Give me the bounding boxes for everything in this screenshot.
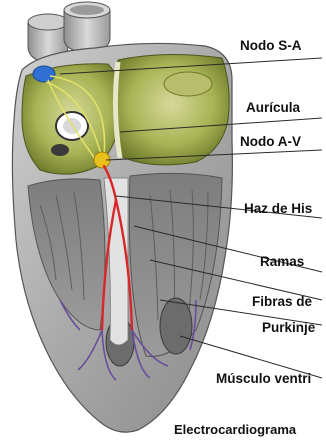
- label-nodo-av: Nodo A-V: [240, 134, 301, 149]
- label-fibras-de: Fibras de: [252, 294, 313, 309]
- sa-node: [33, 66, 55, 82]
- caption: Electrocardiograma: [174, 422, 297, 437]
- label-purkinje: Purkinje: [262, 320, 316, 335]
- label-auricula: Aurícula: [246, 100, 301, 115]
- label-musculo: Músculo ventri: [216, 371, 311, 386]
- label-ramas: Ramas: [260, 254, 304, 269]
- label-haz-de-his: Haz de His: [244, 201, 312, 216]
- label-nodo-sa: Nodo S-A: [240, 38, 302, 53]
